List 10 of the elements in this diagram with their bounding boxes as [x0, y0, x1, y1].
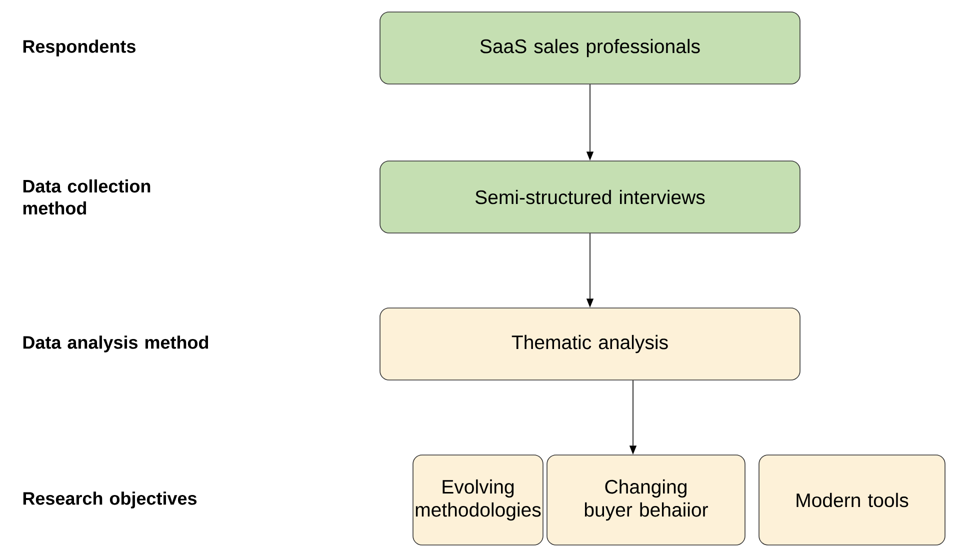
row-label: Data collection method	[23, 179, 150, 215]
row-label: Respondents	[23, 40, 136, 56]
process-box: Evolving methodologies	[412, 454, 544, 546]
process-box: Thematic analysis	[380, 308, 800, 380]
process-box: Changing buyer behaiior	[546, 454, 746, 546]
process-box: Semi-structured interviews	[380, 160, 800, 234]
process-box: SaaS sales professionals	[380, 12, 800, 84]
row-label: Research objectives	[23, 492, 197, 508]
row-label: Data analysis method	[23, 336, 208, 352]
process-box: Modern tools	[758, 454, 946, 546]
